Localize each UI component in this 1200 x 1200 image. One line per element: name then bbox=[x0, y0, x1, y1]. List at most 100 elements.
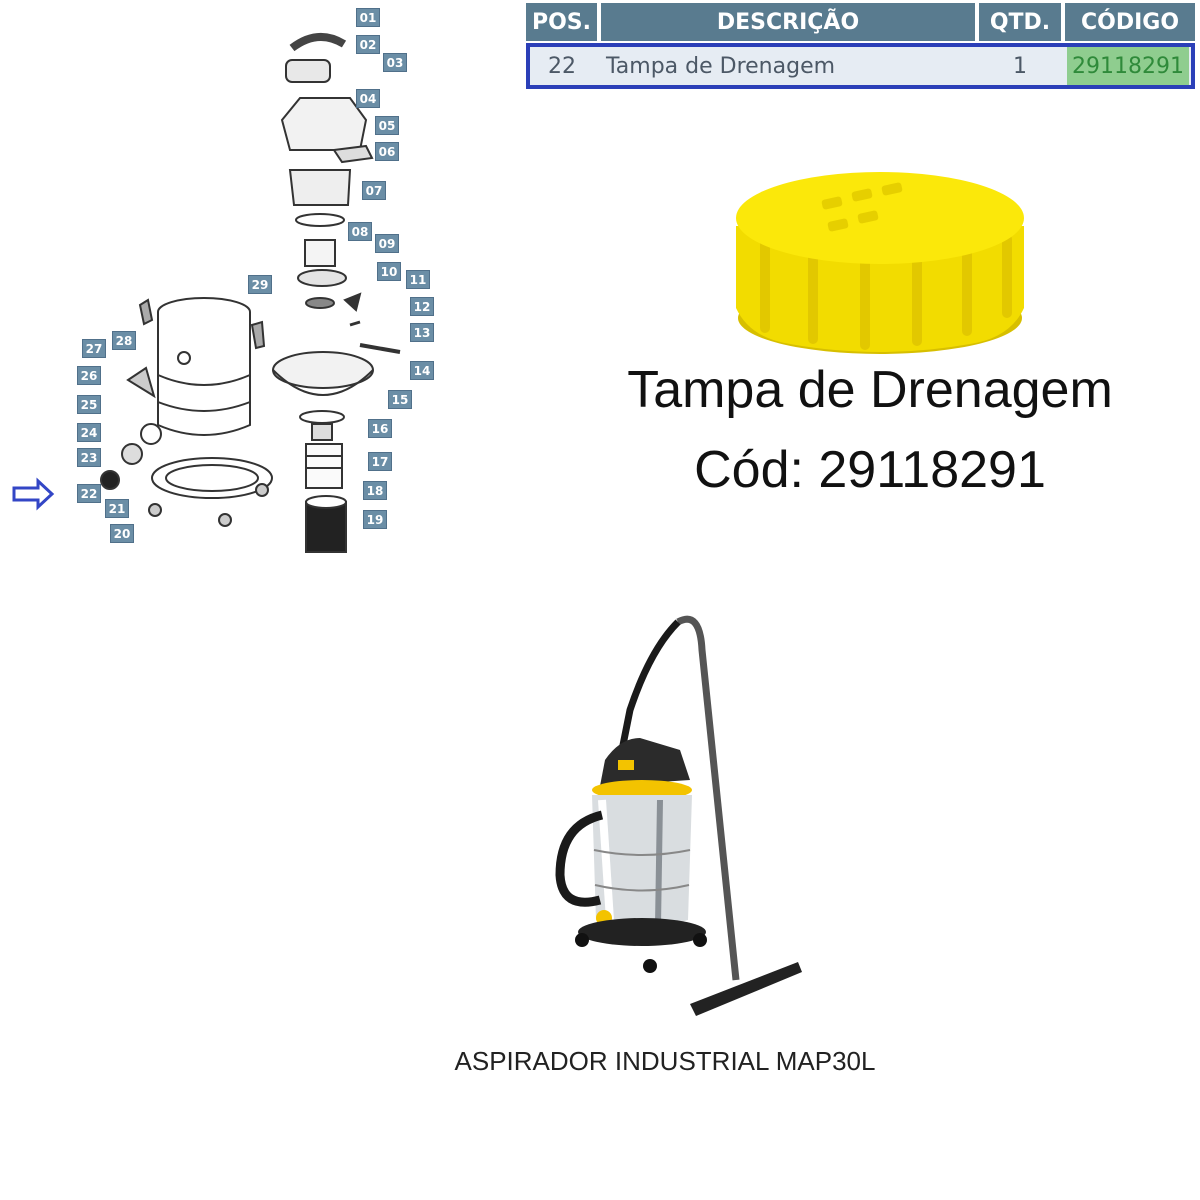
part-base-inner bbox=[165, 464, 259, 492]
label-06: 06 bbox=[375, 142, 399, 161]
tank-band bbox=[593, 849, 691, 856]
label-03: 03 bbox=[383, 53, 407, 72]
cap-ridge bbox=[808, 244, 818, 344]
label-12: 12 bbox=[410, 297, 434, 316]
cell-codigo: 29118291 bbox=[1067, 47, 1189, 85]
cap-ridge bbox=[912, 244, 922, 346]
label-14: 14 bbox=[410, 361, 434, 380]
part-latch-29 bbox=[250, 320, 266, 350]
cap-slot bbox=[851, 188, 873, 202]
part-float-16 bbox=[311, 423, 333, 441]
diagram-parts bbox=[100, 33, 401, 553]
vacuum-caster bbox=[575, 933, 589, 947]
part-switch bbox=[285, 59, 331, 83]
vacuum-wand bbox=[676, 615, 740, 981]
cap-ridge bbox=[860, 246, 870, 350]
vacuum-image bbox=[555, 615, 802, 1016]
cap-top-slots bbox=[821, 182, 903, 232]
label-25: 25 bbox=[77, 395, 101, 414]
part-ring-25 bbox=[140, 423, 162, 445]
vacuum-caster bbox=[643, 959, 657, 973]
drain-cap-image bbox=[736, 172, 1024, 354]
label-24: 24 bbox=[77, 423, 101, 442]
part-name-title: Tampa de Drenagem bbox=[627, 361, 1113, 419]
header-descricao: DESCRIÇÃO bbox=[601, 3, 975, 41]
cell-qtd: 1 bbox=[1013, 53, 1027, 79]
cap-slot bbox=[857, 210, 879, 224]
label-18: 18 bbox=[363, 481, 387, 500]
part-filter-cage bbox=[305, 443, 343, 489]
part-tank bbox=[157, 312, 251, 436]
cap-ridge bbox=[962, 240, 972, 336]
part-caster bbox=[255, 483, 269, 497]
tank-band bbox=[594, 884, 690, 892]
part-code-title: Cód: 29118291 bbox=[694, 441, 1046, 499]
label-09: 09 bbox=[375, 234, 399, 253]
label-07: 07 bbox=[362, 181, 386, 200]
vacuum-hose-side bbox=[555, 810, 604, 907]
label-29: 29 bbox=[248, 275, 272, 294]
vacuum-switch bbox=[618, 760, 634, 770]
vacuum-head bbox=[600, 738, 690, 786]
part-clip-11 bbox=[343, 292, 362, 312]
label-11: 11 bbox=[406, 270, 430, 289]
part-caster bbox=[148, 503, 162, 517]
label-21: 21 bbox=[105, 499, 129, 518]
header-qtd: QTD. bbox=[979, 3, 1061, 41]
label-13: 13 bbox=[410, 323, 434, 342]
cell-descricao: Tampa de Drenagem bbox=[606, 53, 836, 79]
header-codigo: CÓDIGO bbox=[1065, 3, 1195, 41]
label-08: 08 bbox=[348, 222, 372, 241]
cap-ridges bbox=[760, 234, 1012, 350]
part-ring-24 bbox=[121, 443, 143, 465]
vacuum-floor-nozzle bbox=[690, 962, 802, 1016]
part-bracket bbox=[332, 144, 374, 164]
label-01: 01 bbox=[356, 8, 380, 27]
part-latch-left bbox=[138, 298, 154, 326]
label-27: 27 bbox=[82, 339, 106, 358]
part-gasket-07 bbox=[295, 213, 345, 227]
tank-shade bbox=[655, 799, 663, 926]
label-10: 10 bbox=[377, 262, 401, 281]
cap-slot bbox=[827, 218, 849, 232]
part-caster bbox=[218, 513, 232, 527]
label-26: 26 bbox=[77, 366, 101, 385]
label-19: 19 bbox=[363, 510, 387, 529]
label-16: 16 bbox=[368, 419, 392, 438]
part-filter-top bbox=[305, 495, 347, 509]
label-05: 05 bbox=[375, 116, 399, 135]
part-cable-13 bbox=[359, 343, 401, 354]
part-bowl-lower bbox=[272, 369, 374, 396]
part-head-cover bbox=[280, 97, 368, 151]
cap-ridge bbox=[1002, 234, 1012, 318]
cap-slot bbox=[821, 196, 843, 210]
product-caption: ASPIRADOR INDUSTRIAL MAP30L bbox=[454, 1046, 876, 1076]
exploded-diagram bbox=[12, 33, 401, 553]
label-17: 17 bbox=[368, 452, 392, 471]
part-fan bbox=[297, 269, 347, 287]
tank-highlight bbox=[598, 799, 614, 921]
cell-pos: 22 bbox=[548, 53, 576, 79]
label-02: 02 bbox=[356, 35, 380, 54]
label-20: 20 bbox=[110, 524, 134, 543]
part-motor bbox=[304, 239, 336, 267]
tank-band bbox=[157, 401, 251, 412]
cap-top bbox=[736, 172, 1024, 264]
label-15: 15 bbox=[388, 390, 412, 409]
part-base-ring bbox=[151, 457, 273, 499]
arrow-icon bbox=[12, 477, 55, 511]
part-inlet-27 bbox=[126, 366, 156, 399]
part-ring bbox=[305, 297, 335, 309]
part-pin-12 bbox=[349, 320, 361, 327]
label-28: 28 bbox=[112, 331, 136, 350]
part-motor-housing bbox=[288, 169, 352, 206]
label-23: 23 bbox=[77, 448, 101, 467]
vacuum-tank bbox=[592, 795, 692, 928]
vacuum-hose-upper bbox=[618, 619, 681, 751]
part-handle bbox=[289, 33, 347, 52]
cap-slot bbox=[881, 182, 903, 196]
header-pos: POS. bbox=[526, 3, 597, 41]
tank-hole bbox=[177, 351, 191, 365]
part-drain-cap-22 bbox=[100, 470, 120, 490]
parts-table: POS. DESCRIÇÃO QTD. CÓDIGO 22 Tampa de D… bbox=[526, 3, 1195, 89]
